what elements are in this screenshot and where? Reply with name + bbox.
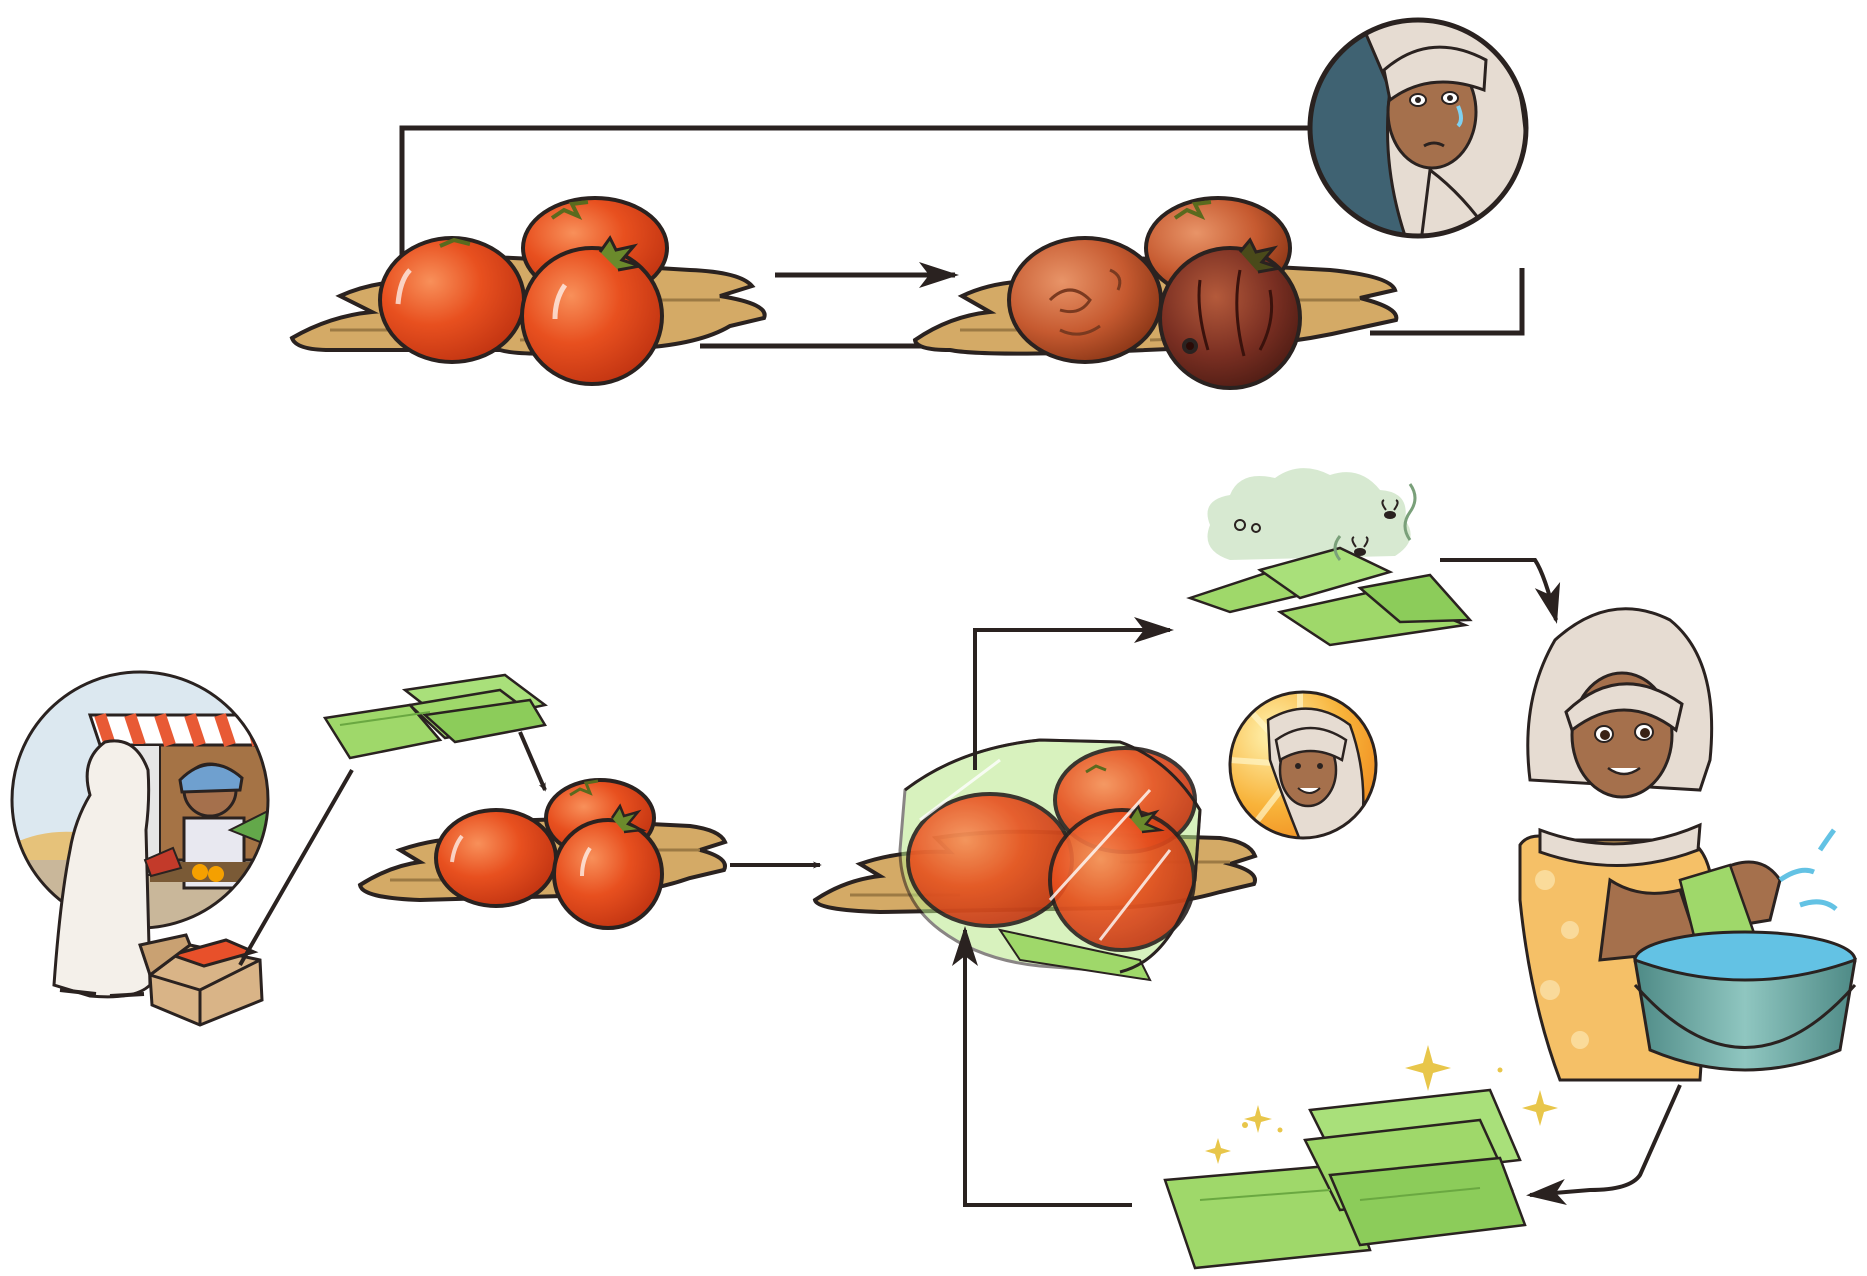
fresh-tomatoes-icon [436, 780, 662, 928]
woman-washing-wraps-icon [1520, 609, 1855, 1080]
sad-woman-portrait-icon [1300, 7, 1540, 250]
happy-woman-portrait-icon [1228, 690, 1378, 840]
dirty-wraps-icon [1190, 468, 1470, 645]
sparkle-icon [1205, 1138, 1231, 1164]
green-wraps-icon [325, 675, 545, 758]
fresh-tomatoes-icon [380, 198, 667, 384]
clean-sparkling-wraps-icon [1165, 1090, 1525, 1268]
wrapped-tomatoes-icon [900, 740, 1200, 980]
rotten-tomatoes-icon [1009, 198, 1300, 388]
sparkle-icon [1522, 1090, 1558, 1126]
arrow-wraps-to-tomatoes [520, 732, 545, 790]
sparkle-icon [1405, 1045, 1451, 1091]
cardboard-box-icon [140, 935, 262, 1025]
sparkle-icon [1244, 1105, 1272, 1133]
connector-washing-to-clean [1530, 1085, 1680, 1195]
loop-line-bottom [1370, 268, 1522, 333]
